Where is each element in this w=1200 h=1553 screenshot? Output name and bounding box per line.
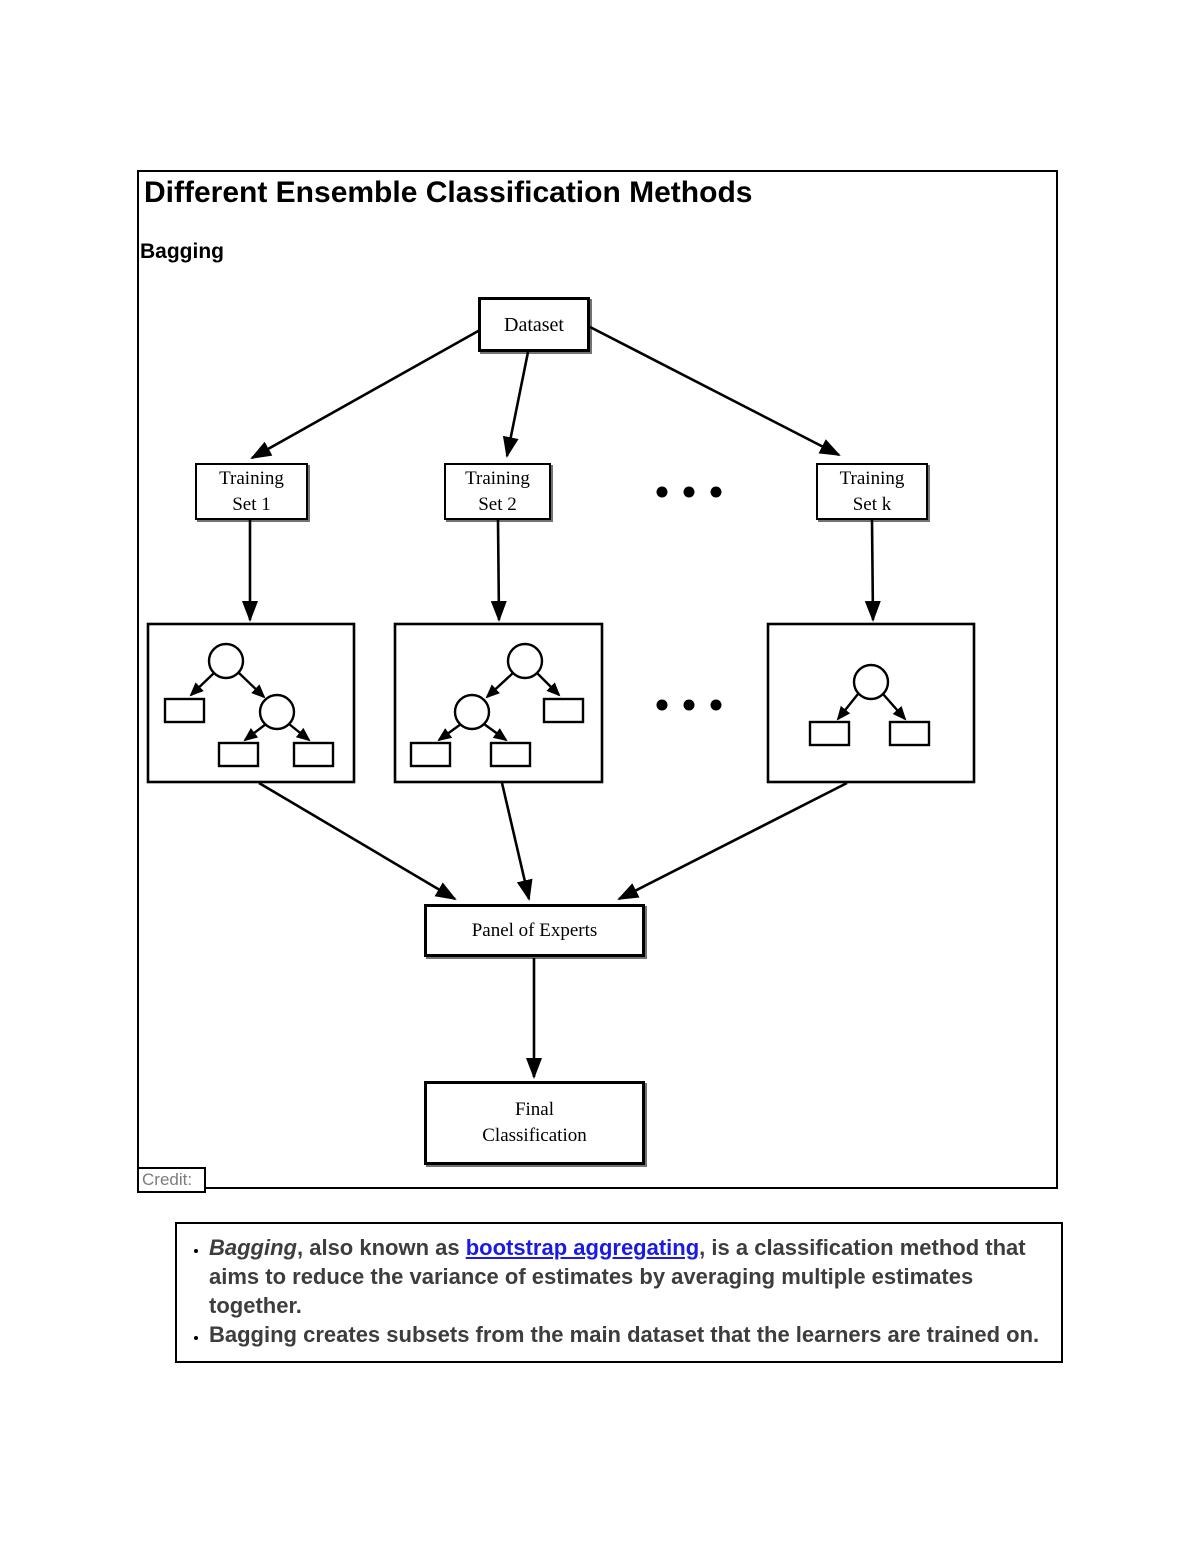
note-item-2: Bagging creates subsets from the main da… [209, 1320, 1061, 1349]
arrow-dataset-to-set2 [502, 351, 530, 458]
arrow-tree3-to-panel [617, 781, 848, 901]
ellipsis-tree-row [656, 699, 722, 711]
note-item-1: Bagging, also known as bootstrap aggrega… [209, 1233, 1061, 1320]
node-training-set-k: Training Set k [816, 463, 928, 520]
bootstrap-aggregating-link[interactable]: bootstrap aggregating [465, 1235, 700, 1260]
credit-label: Credit: [142, 1170, 193, 1189]
node-training-set-2: Training Set 2 [444, 463, 551, 520]
page-title: Different Ensemble Classification Method… [144, 176, 753, 209]
arrow-tree2-to-panel [500, 782, 533, 901]
decision-tree-1 [163, 642, 335, 768]
node-final-classification: Final Classification [424, 1081, 645, 1165]
node-training-set-1: Training Set 1 [195, 463, 308, 520]
ellipsis-training-row [656, 486, 722, 498]
note1-lead-italic: Bagging [209, 1235, 297, 1260]
note1-rest-text: , is a classification method that aims t… [209, 1235, 1026, 1318]
arrow-tree1-to-panel [258, 781, 457, 901]
arrow-dataset-to-set1 [250, 328, 481, 460]
note1-mid-text: , also known as [297, 1235, 466, 1260]
arrow-dataset-to-setk [589, 325, 841, 457]
arrow-set2-to-tree2 [490, 519, 507, 622]
section-heading-bagging: Bagging [140, 240, 224, 263]
flowchart-graphics [146, 325, 976, 1079]
decision-tree-3 [808, 663, 931, 747]
bagging-diagram-panel: Different Ensemble Classification Method… [137, 170, 1058, 1193]
bagging-notes-box: Bagging, also known as bootstrap aggrega… [175, 1222, 1063, 1363]
credit-box: Credit: [137, 1167, 206, 1193]
decision-tree-2 [409, 642, 585, 768]
node-dataset: Dataset [478, 297, 590, 352]
tree-box-3 [766, 622, 976, 784]
node-panel-of-experts: Panel of Experts [424, 904, 645, 957]
notes-list: Bagging, also known as bootstrap aggrega… [177, 1233, 1061, 1349]
tree-box-1 [146, 622, 356, 784]
arrow-setk-to-tree3 [864, 519, 881, 622]
tree-box-2 [393, 622, 604, 784]
